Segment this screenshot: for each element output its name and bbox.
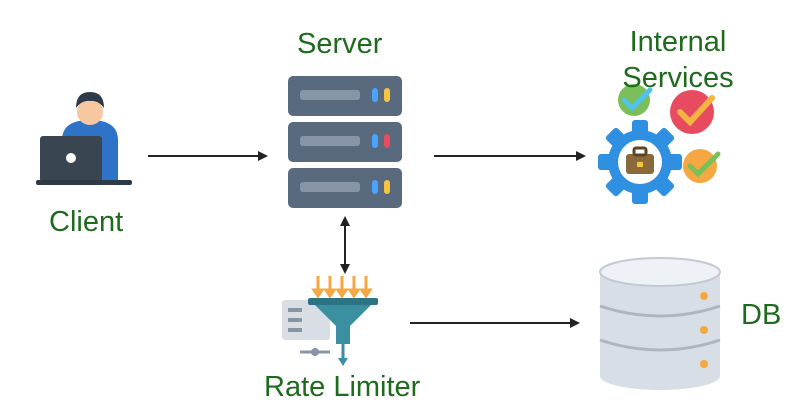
- server-label: Server: [297, 28, 383, 60]
- internal-services-label-line2: Services: [622, 62, 734, 94]
- user-laptop-icon: [36, 92, 132, 185]
- rate-limiter-label: Rate Limiter: [264, 371, 421, 403]
- database-cylinder-icon: [599, 257, 721, 390]
- gear-briefcase-checks-icon: [598, 84, 721, 204]
- db-label: DB: [741, 299, 782, 331]
- client-label: Client: [49, 206, 124, 238]
- server-rack-icon: [288, 76, 402, 208]
- funnel-filter-icon: [282, 276, 378, 366]
- internal-services-label: Internal Services: [618, 24, 738, 96]
- internal-services-label-line1: Internal: [629, 26, 727, 58]
